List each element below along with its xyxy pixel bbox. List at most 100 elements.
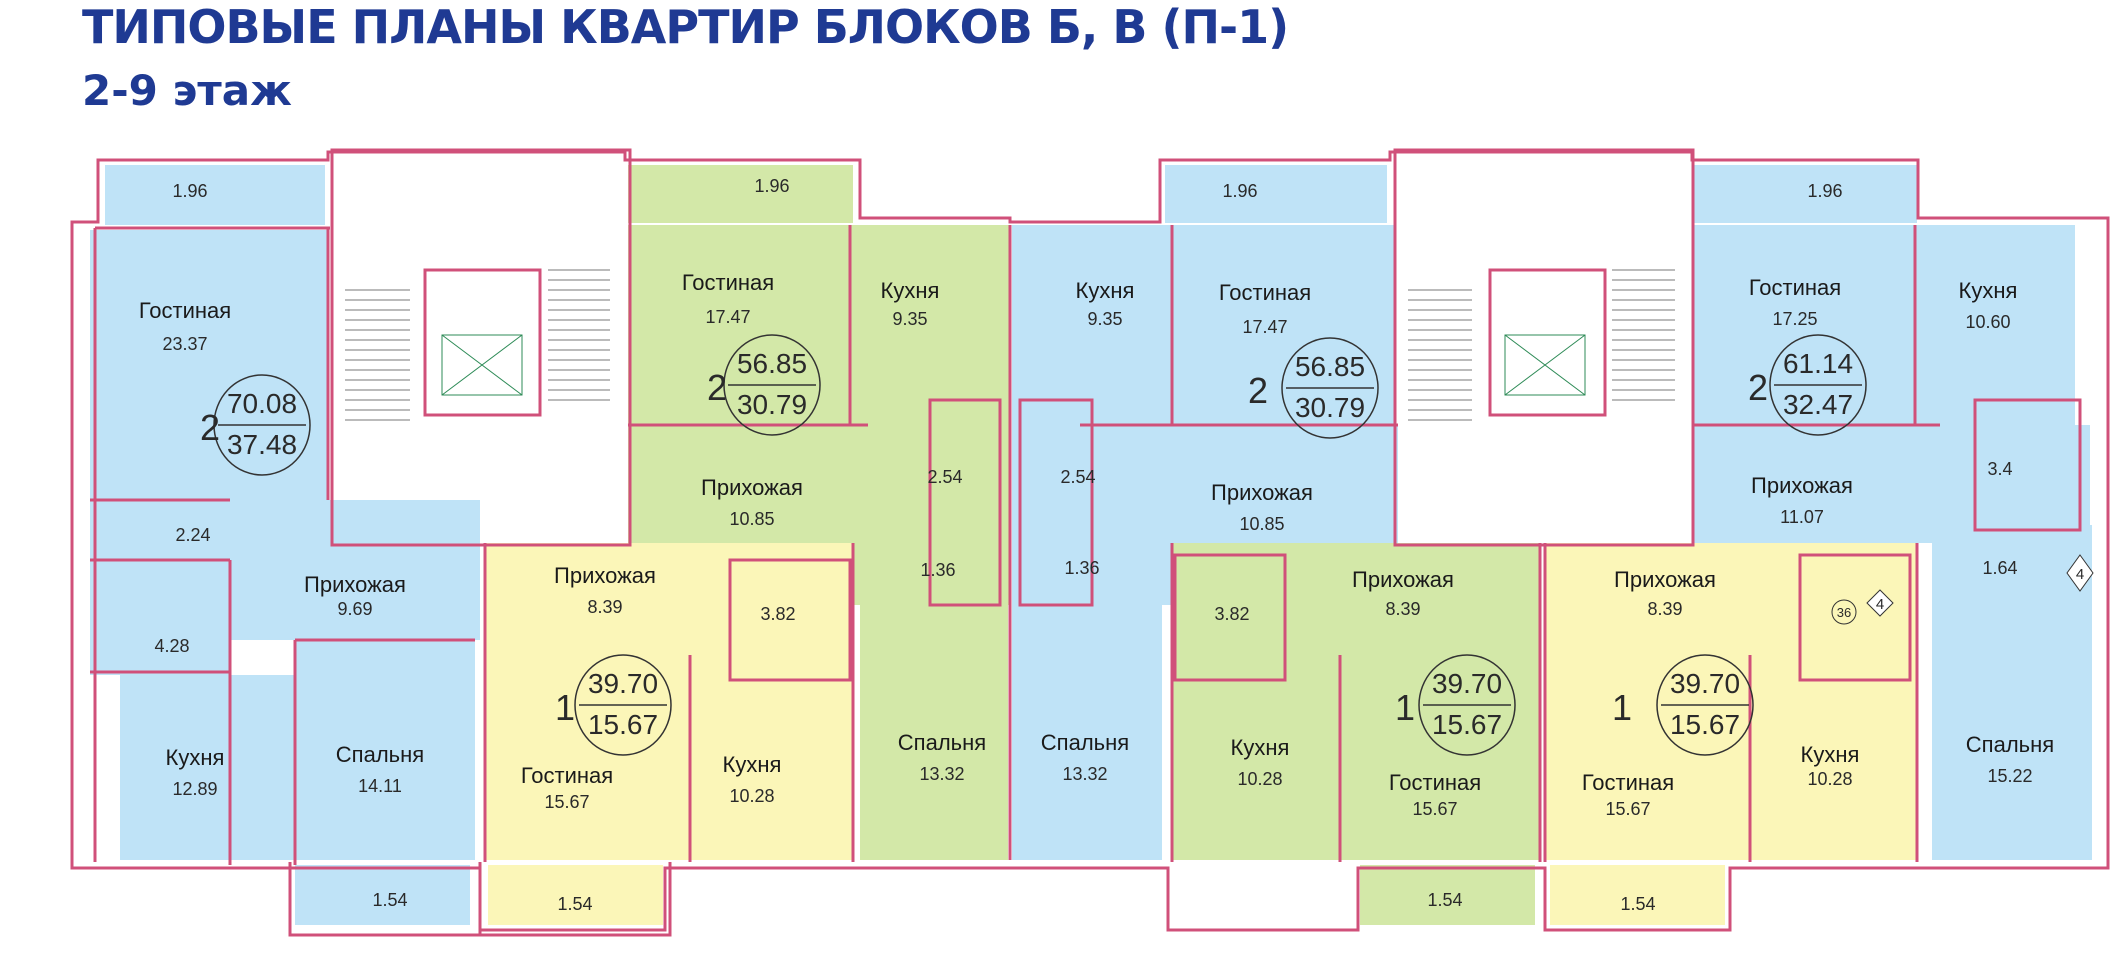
bathroom-area: 3.82 [760, 604, 795, 624]
room-area: 9.69 [337, 599, 372, 619]
apartment-living-area: 30.79 [1295, 392, 1365, 423]
apartment-total-area: 56.85 [737, 348, 807, 379]
apartment-total-area: 39.70 [1432, 668, 1502, 699]
apartment-rooms: 2 [200, 407, 220, 448]
room-area: 8.39 [587, 597, 622, 617]
bathroom-area: 4.28 [154, 636, 189, 656]
room-name: Гостиная [1389, 770, 1481, 795]
room-area: 13.32 [1062, 764, 1107, 784]
room-area: 10.28 [1237, 769, 1282, 789]
apartment-total-area: 39.70 [1670, 668, 1740, 699]
room-name: Прихожая [1352, 567, 1454, 592]
room-area: 17.25 [1772, 309, 1817, 329]
apartment-summary: 2 70.08 37.48 [200, 374, 311, 476]
small-areas: 1.96 1.96 1.96 1.96 2.24 4.28 2.54 1.36 … [154, 176, 2017, 914]
room-name: Кухня [166, 745, 225, 770]
room-name: Гостиная [682, 270, 774, 295]
room-name: Кухня [881, 278, 940, 303]
room-name: Спальня [1041, 730, 1129, 755]
room-name: Кухня [1231, 735, 1290, 760]
balcony-area: 1.54 [557, 894, 592, 914]
room-area: 23.37 [162, 334, 207, 354]
room-area: 15.67 [1412, 799, 1457, 819]
apartment-living-area: 30.79 [737, 389, 807, 420]
balcony-area: 1.96 [754, 176, 789, 196]
bathroom-area: 2.54 [927, 467, 962, 487]
room-fills [70, 165, 2110, 925]
apartment-living-area: 15.67 [588, 709, 658, 740]
bathroom-area: 1.64 [1982, 558, 2017, 578]
apartment-rooms: 2 [1748, 367, 1768, 408]
room-area: 13.32 [919, 764, 964, 784]
bathroom-area: 3.82 [1214, 604, 1249, 624]
room-name: Кухня [1076, 278, 1135, 303]
apartment-rooms: 1 [555, 687, 575, 728]
apartment-rooms: 2 [707, 367, 727, 408]
room-name: Прихожая [1614, 567, 1716, 592]
balcony-area: 1.54 [1427, 890, 1462, 910]
room-area: 10.28 [1807, 769, 1852, 789]
apartment-summary: 2 56.85 30.79 [1248, 337, 1379, 439]
room-area: 17.47 [1242, 317, 1287, 337]
apartment-rooms: 1 [1395, 687, 1415, 728]
room-area: 8.39 [1647, 599, 1682, 619]
markers: 36 4 4 [1831, 554, 2094, 625]
room-name: Прихожая [304, 572, 406, 597]
page-subtitle: 2-9 этаж [82, 66, 292, 115]
room-area: 17.47 [705, 307, 750, 327]
balcony-area: 1.96 [172, 181, 207, 201]
bathroom-area: 3.4 [1987, 459, 2012, 479]
room-name: Спальня [336, 742, 424, 767]
apartment-total-area: 39.70 [588, 668, 658, 699]
balcony-area: 1.96 [1222, 181, 1257, 201]
room-area: 9.35 [1087, 309, 1122, 329]
room-name: Гостиная [139, 298, 231, 323]
marker-label: 36 [1837, 605, 1851, 620]
bathroom-area: 1.36 [920, 560, 955, 580]
room-area: 12.89 [172, 779, 217, 799]
marker-label: 4 [2076, 566, 2084, 583]
marker-label: 4 [1876, 596, 1884, 613]
room-area: 15.22 [1987, 766, 2032, 786]
room-area: 10.28 [729, 786, 774, 806]
apartment-living-area: 15.67 [1670, 709, 1740, 740]
apartment-living-area: 15.67 [1432, 709, 1502, 740]
bathroom-area: 2.24 [175, 525, 210, 545]
apartment-living-area: 32.47 [1783, 389, 1853, 420]
apartment-summary: 1 39.70 15.67 [1395, 654, 1516, 756]
bathroom-area: 1.36 [1064, 558, 1099, 578]
room-name: Кухня [723, 752, 782, 777]
room-name: Гостиная [1219, 280, 1311, 305]
balcony-area: 1.96 [1807, 181, 1842, 201]
apartment-living-area: 37.48 [227, 429, 297, 460]
room-area: 8.39 [1385, 599, 1420, 619]
room-name: Прихожая [1751, 473, 1853, 498]
apartment-rooms: 1 [1612, 687, 1632, 728]
room-name: Кухня [1959, 278, 2018, 303]
balcony-area: 1.54 [1620, 894, 1655, 914]
room-area: 10.85 [729, 509, 774, 529]
room-name: Гостиная [1749, 275, 1841, 300]
room-area: 14.11 [358, 776, 402, 796]
apartment-total-area: 61.14 [1783, 348, 1853, 379]
room-name: Кухня [1801, 742, 1860, 767]
room-area: 10.85 [1239, 514, 1284, 534]
room-labels: Гостиная 23.37 Прихожая 9.69 Кухня 12.89… [139, 270, 2054, 819]
balcony-area: 1.54 [372, 890, 407, 910]
bathroom-area: 2.54 [1060, 467, 1095, 487]
apartment-summary: 1 39.70 15.67 [1612, 654, 1754, 756]
apartment-summary: 1 39.70 15.67 [555, 654, 672, 756]
room-name: Гостиная [521, 763, 613, 788]
apartment-total-area: 70.08 [227, 388, 297, 419]
apartment-summaries: 2 70.08 37.48 2 56.85 30.79 2 56.85 30.7… [200, 334, 1867, 756]
room-area: 15.67 [1605, 799, 1650, 819]
stairs [345, 269, 1675, 421]
room-name: Спальня [1966, 732, 2054, 757]
room-area: 11.07 [1780, 507, 1824, 527]
room-name: Прихожая [701, 475, 803, 500]
room-area: 9.35 [892, 309, 927, 329]
walls [70, 148, 2110, 937]
apartment-total-area: 56.85 [1295, 351, 1365, 382]
apartment-rooms: 2 [1248, 370, 1268, 411]
